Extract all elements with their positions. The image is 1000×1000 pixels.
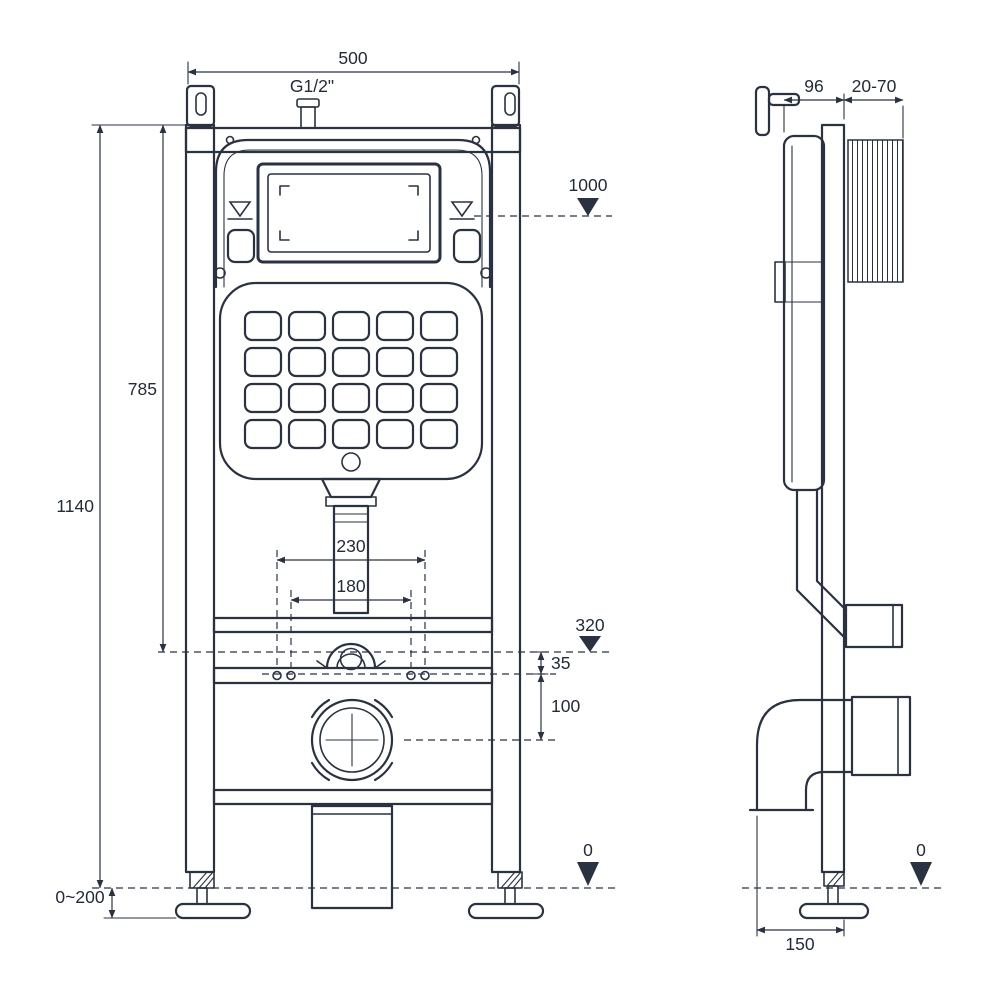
dim-35-label: 35 bbox=[551, 653, 570, 673]
side-view: 96 20-70 bbox=[742, 76, 945, 954]
water-level-icon bbox=[228, 201, 252, 218]
dim-foot-adjust-label: 0~200 bbox=[55, 887, 104, 907]
dim-230-label: 230 bbox=[336, 536, 365, 556]
side-frame-rail bbox=[820, 123, 846, 874]
outlet-bracket bbox=[316, 642, 386, 671]
frame-rails bbox=[184, 123, 522, 874]
wall-section bbox=[847, 139, 904, 283]
dim-785-label: 785 bbox=[128, 379, 157, 399]
level-0-label-side: 0 bbox=[916, 840, 926, 860]
level-0-marker-side: 0 bbox=[910, 840, 932, 886]
dim-35: 35 bbox=[262, 651, 570, 675]
mounting-tabs bbox=[185, 84, 521, 128]
side-waste-elbow bbox=[748, 695, 912, 812]
dim-96-label: 96 bbox=[804, 76, 823, 96]
panel-screw-left bbox=[214, 267, 226, 279]
dim-20-70-label: 20-70 bbox=[852, 76, 897, 96]
front-view: 500 G1/2" bbox=[55, 48, 615, 920]
level-triangle-icon bbox=[577, 862, 599, 886]
side-brackets bbox=[226, 228, 482, 264]
water-inlet-fitting: G1/2" bbox=[290, 76, 334, 129]
water-inlet-thread-label: G1/2" bbox=[290, 76, 334, 96]
side-flush-pipe bbox=[795, 488, 904, 649]
panel-screw-right bbox=[480, 267, 492, 279]
level-1000-marker: 1000 bbox=[474, 175, 612, 217]
level-0-label-front: 0 bbox=[583, 840, 593, 860]
adjustable-feet bbox=[174, 871, 545, 920]
level-triangle-icon bbox=[577, 198, 599, 216]
dim-100-label: 100 bbox=[551, 696, 580, 716]
dim-150: 150 bbox=[756, 815, 845, 954]
inspection-window bbox=[256, 162, 442, 264]
water-level-marks bbox=[227, 201, 475, 220]
side-cistern bbox=[774, 134, 826, 492]
cross-members bbox=[212, 616, 494, 806]
dim-1140-label: 1140 bbox=[56, 496, 94, 516]
cistern-panel bbox=[214, 138, 492, 289]
dim-500-label: 500 bbox=[338, 48, 367, 68]
dim-foot-adjust: 0~200 bbox=[55, 887, 177, 919]
dim-100: 100 bbox=[537, 673, 580, 741]
side-foot bbox=[798, 871, 870, 920]
dim-150-label: 150 bbox=[785, 934, 814, 954]
dim-fixing-230: 230 bbox=[276, 536, 426, 564]
level-triangle-icon bbox=[579, 636, 601, 652]
level-320-label: 320 bbox=[575, 615, 604, 635]
dim-fixing-180: 180 bbox=[290, 576, 412, 604]
dim-180-label: 180 bbox=[336, 576, 365, 596]
level-0-marker-front: 0 bbox=[577, 840, 599, 886]
cistern-body bbox=[218, 281, 484, 481]
dim-96: 96 bbox=[783, 76, 845, 133]
level-triangle-icon bbox=[910, 862, 932, 886]
dim-overall-width: 500 bbox=[187, 48, 520, 85]
level-320-marker: 320 bbox=[158, 615, 612, 653]
fixing-holes bbox=[272, 550, 430, 681]
dim-20-70: 20-70 bbox=[843, 76, 904, 139]
water-level-icon bbox=[450, 201, 474, 218]
dim-1140: 1140 bbox=[56, 124, 187, 889]
floor-outlet-box bbox=[310, 804, 394, 910]
dim-785: 785 bbox=[128, 124, 167, 653]
flush-actuator-lever bbox=[754, 85, 801, 137]
level-1000-label: 1000 bbox=[569, 175, 608, 195]
waste-outlet bbox=[310, 698, 556, 782]
